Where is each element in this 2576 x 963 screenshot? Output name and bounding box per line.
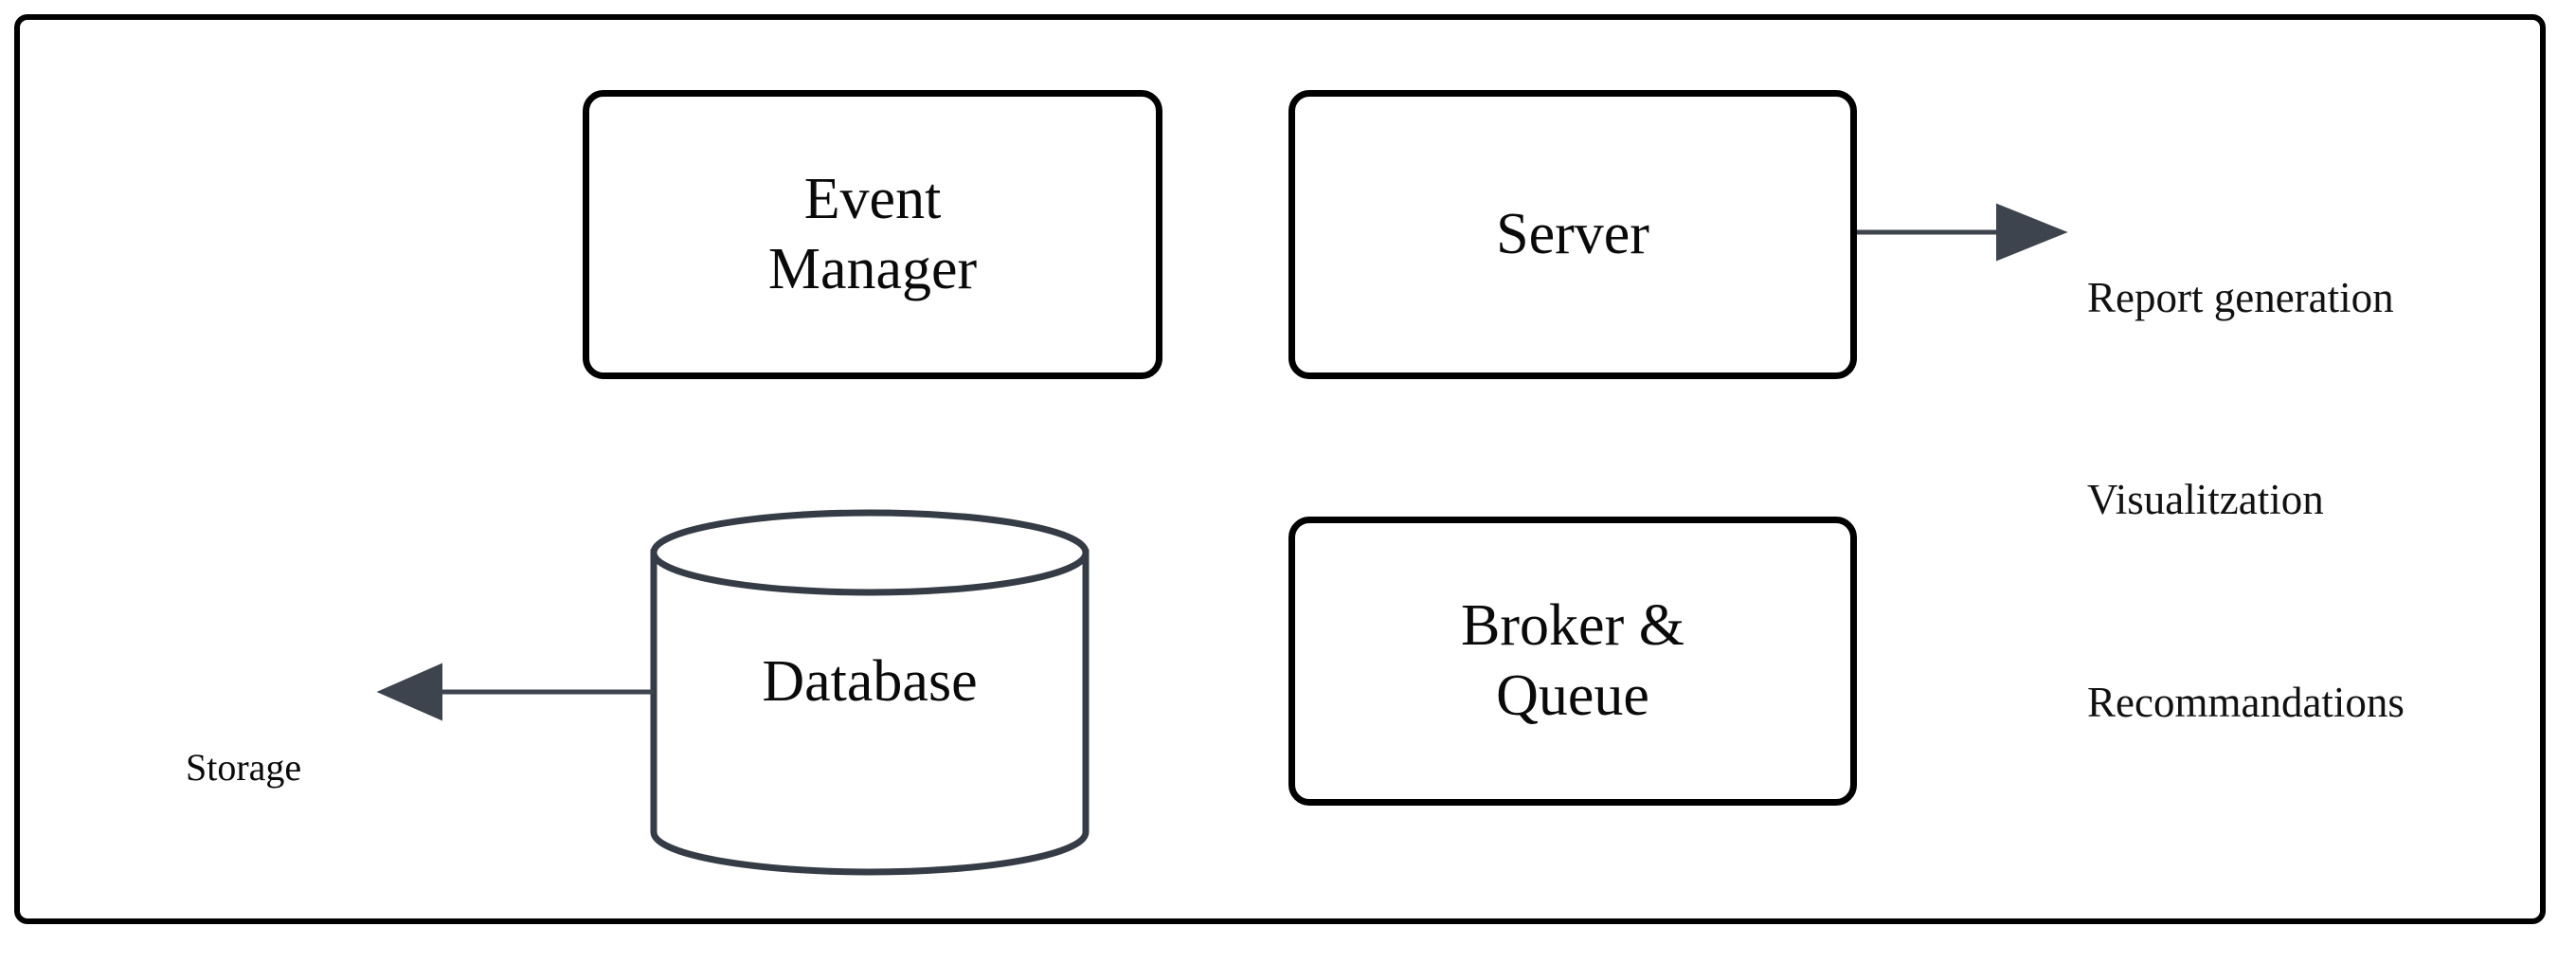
node-broker-queue[interactable] xyxy=(1288,517,1857,806)
connector-server-to-outputs[interactable] xyxy=(1855,203,2068,262)
arrowhead-right-icon xyxy=(1996,203,2068,262)
database-cylinder-shape[interactable] xyxy=(650,509,1090,876)
system-boundary-container xyxy=(14,14,2546,924)
cylinder-top-ellipse xyxy=(650,509,1090,596)
cylinder-body xyxy=(650,549,1090,876)
arrowhead-left-icon xyxy=(376,663,442,721)
node-event-manager[interactable] xyxy=(583,90,1162,379)
node-server[interactable] xyxy=(1288,90,1857,379)
connector-database-to-storage[interactable] xyxy=(376,663,654,721)
